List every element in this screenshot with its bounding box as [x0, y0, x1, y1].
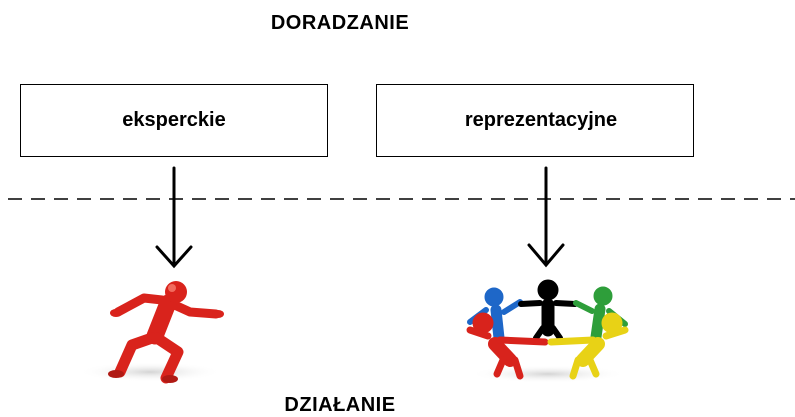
box-reprezentacyjne: reprezentacyjne: [376, 84, 694, 157]
box-eksperckie-label: eksperckie: [122, 109, 226, 131]
running-person-icon: [78, 281, 224, 384]
arrow-down-icon: [155, 166, 193, 269]
bottom-label: DZIAŁANIE: [284, 394, 396, 416]
box-eksperckie: eksperckie: [20, 84, 328, 157]
figure-blue: [467, 287, 523, 344]
figure-yellow: [547, 312, 629, 380]
figure-black: [518, 279, 578, 341]
box-reprezentacyjne-label: reprezentacyjne: [464, 109, 618, 131]
top-label: DORADZANIE: [270, 12, 410, 34]
arrow-down-icon: [527, 166, 565, 268]
figure-red: [466, 312, 549, 380]
group-circle-icon: [466, 279, 629, 383]
